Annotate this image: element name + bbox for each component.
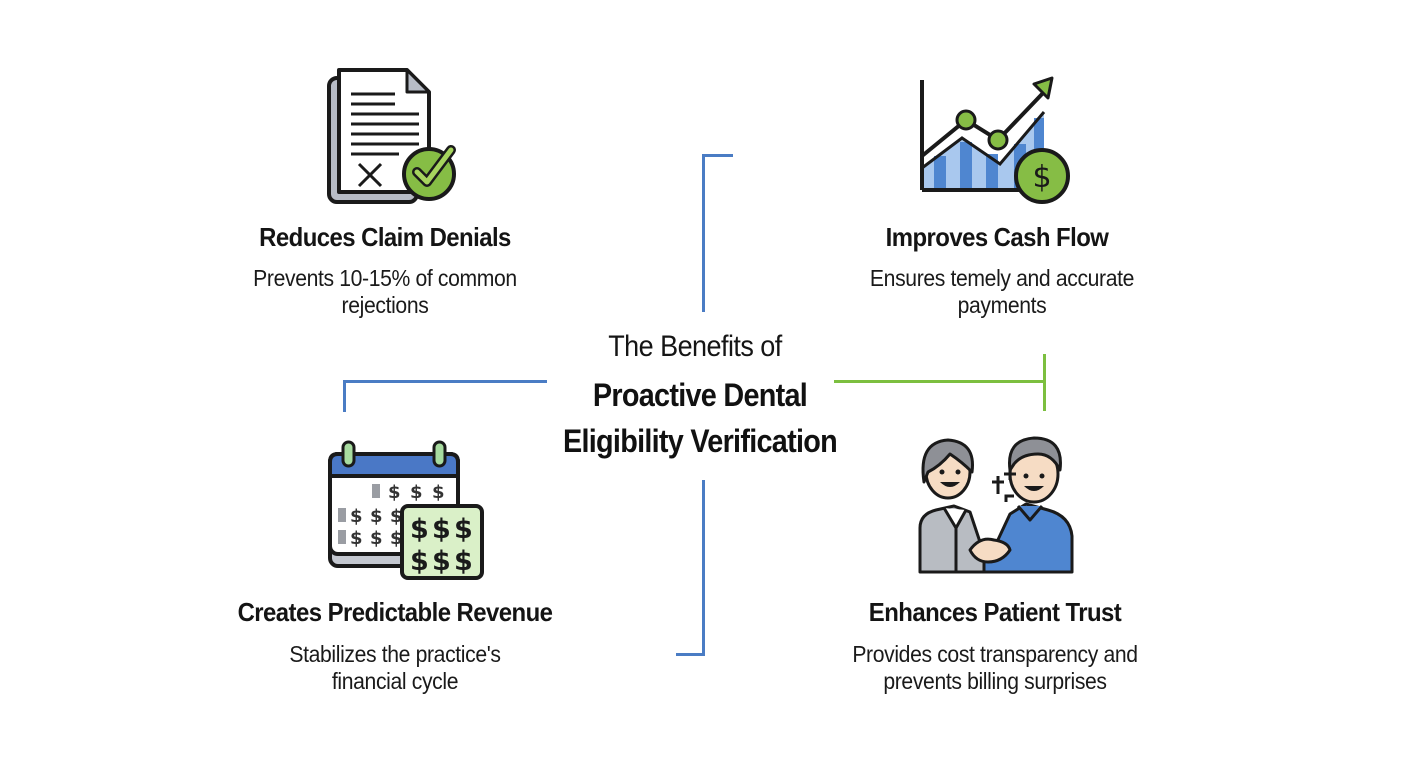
benefit-description: Stabilizes the practice's financial cycl… <box>216 641 575 695</box>
connector-bottom-tick <box>676 653 705 656</box>
center-title: Proactive Dental Eligibility Verificatio… <box>538 372 862 464</box>
svg-text:$: $ <box>350 506 363 527</box>
svg-text:$: $ <box>388 482 401 503</box>
center-subtitle: The Benefits of <box>608 330 782 363</box>
svg-text:$: $ <box>370 506 383 527</box>
benefit-title: Enhances Patient Trust <box>868 597 1122 627</box>
benefit-description-line2: financial cycle <box>331 668 459 694</box>
benefit-description-line1: Ensures temely and accurate <box>869 265 1135 291</box>
benefit-description-line1: Prevents 10-15% of common <box>253 265 517 291</box>
benefit-description-line2: prevents billing surprises <box>883 668 1107 694</box>
benefit-description-line2: payments <box>957 292 1047 318</box>
svg-text:$: $ <box>432 482 445 503</box>
svg-text:$: $ <box>370 528 383 549</box>
benefit-description-line2: rejections <box>341 292 429 318</box>
handshake-icon <box>918 436 1074 574</box>
center-title-line1: Proactive Dental <box>592 377 808 413</box>
svg-text:$: $ <box>454 546 473 577</box>
benefit-description-line1: Stabilizes the practice's <box>289 641 501 667</box>
connector-left <box>343 380 547 383</box>
benefit-description: Prevents 10-15% of common rejections <box>215 265 555 319</box>
connector-top <box>702 154 705 312</box>
svg-text:$: $ <box>432 546 451 577</box>
benefit-title: Improves Cash Flow <box>885 222 1109 252</box>
benefit-title: Creates Predictable Revenue <box>237 597 553 627</box>
svg-text:$: $ <box>454 514 473 545</box>
dollar-sign: $ <box>1032 160 1051 195</box>
connector-bottom <box>702 480 705 656</box>
growth-chart-dollar-icon: $ <box>920 76 1070 204</box>
svg-text:$: $ <box>350 528 363 549</box>
connector-right <box>834 380 1046 383</box>
svg-text:$: $ <box>410 514 429 545</box>
svg-text:$: $ <box>390 528 403 549</box>
svg-text:$: $ <box>410 546 429 577</box>
center-title-line2: Eligibility Verification <box>563 423 838 459</box>
benefit-description: Ensures temely and accurate payments <box>827 265 1177 319</box>
benefit-title: Reduces Claim Denials <box>259 222 511 252</box>
svg-text:$: $ <box>432 514 451 545</box>
connector-right-tick <box>1043 354 1046 411</box>
benefit-description: Provides cost transparency and prevents … <box>816 641 1175 695</box>
svg-text:$: $ <box>390 506 403 527</box>
connector-top-tick <box>702 154 733 157</box>
calendar-dollar-icon: $$$ $$$ $$$ $$$ $$$ <box>328 440 484 580</box>
document-check-icon <box>327 68 456 204</box>
benefit-description-line1: Provides cost transparency and <box>852 641 1138 667</box>
svg-text:$: $ <box>410 482 423 503</box>
connector-left-tick <box>343 380 346 412</box>
